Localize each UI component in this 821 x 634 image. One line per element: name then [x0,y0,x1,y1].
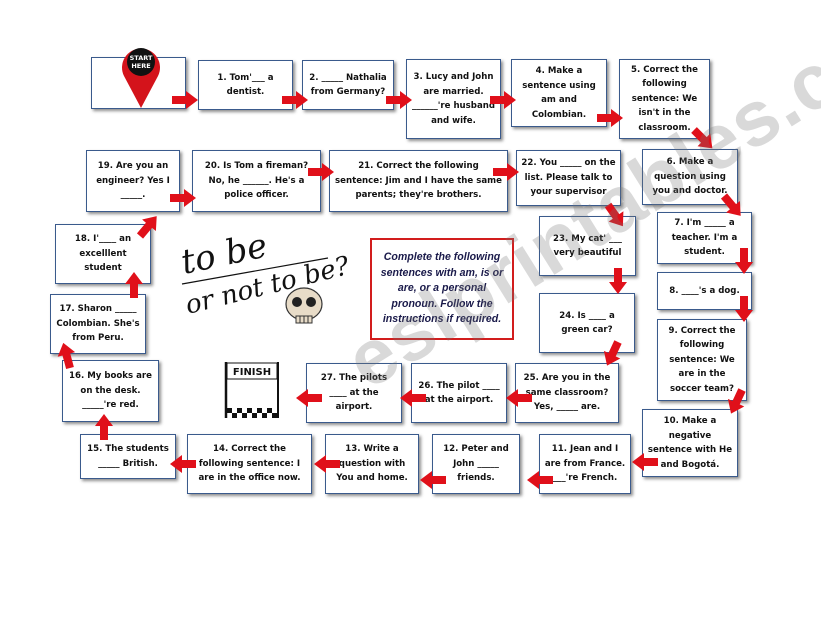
arrow-left-icon [420,471,446,489]
square-23: 23. My cat' ___ very beautiful [539,216,636,276]
square-8: 8. ____'s a dog. [657,272,752,310]
square-11: 11. Jean and I are from France. ___'re F… [539,434,631,494]
arrow-right-icon [282,91,308,109]
finish-flag-icon: FINISH [224,362,279,418]
square-19: 19. Are you an engineer? Yes I _____. [86,150,180,212]
arrow-left-icon [296,389,322,407]
square-7: 7. I'm _____ a teacher. I'm a student. [657,212,752,264]
arrow-right-icon [386,91,412,109]
arrow-down-icon [735,248,753,274]
to-be-or-not-to-be-title-art: to be or not to be? [178,228,354,324]
square-18: 18. I'____ an excelllent student [55,224,151,284]
square-24: 24. Is ____ a green car? [539,293,635,353]
square-2: 2. _____ Nathalia from Germany? [302,60,394,110]
arrow-left-icon [527,471,553,489]
square-21: 21. Correct the following sentence: Jim … [329,150,508,212]
instructions-box: Complete the following sentences with am… [370,238,514,340]
arrow-up-icon [95,414,113,440]
arrow-right-icon [172,91,198,109]
square-22: 22. You _____ on the list. Please talk t… [516,150,621,206]
finish-text: FINISH [233,367,271,378]
arrow-up-icon [54,340,79,371]
square-16: 16. My books are on the desk. _____'re r… [62,360,159,422]
start-pin-icon: START HERE [122,48,160,108]
arrow-down-left-icon [598,338,627,370]
arrow-left-icon [400,389,426,407]
skull-icon [285,287,323,324]
square-15: 15. The students _____ British. [80,434,176,479]
arrow-right-icon [597,109,623,127]
arrow-down-right-icon [600,199,631,232]
square-25: 25. Are you in the same classroom? Yes, … [515,363,619,423]
square-17: 17. Sharon _____ Colombian. She's from P… [50,294,146,354]
square-6: 6. Make a question using you and doctor. [642,149,738,205]
square-27: 27. The pilots ____ at the airport. [306,363,402,423]
arrow-down-right-icon [717,190,748,222]
square-20: 20. Is Tom a fireman? No, he ______. He'… [192,150,321,212]
arrow-right-icon [493,163,519,181]
arrow-left-icon [170,455,196,473]
square-1: 1. Tom'___ a dentist. [198,60,293,110]
square-9: 9. Correct the following sentence: We ar… [657,319,747,401]
arrow-right-icon [308,163,334,181]
arrow-down-icon [735,296,753,322]
arrow-left-icon [314,455,340,473]
start-text-1: START [130,54,153,62]
arrow-down-left-icon [722,386,751,418]
arrow-up-right-icon [133,210,164,242]
square-26: 26. The pilot ____ at the airport. [411,363,507,423]
square-12: 12. Peter and John _____ friends. [432,434,520,494]
arrow-left-icon [506,389,532,407]
arrow-down-icon [609,268,627,294]
square-14: 14. Correct the following sentence: I ar… [187,434,312,494]
square-10: 10. Make a negative sentence with He and… [642,409,738,477]
square-4: 4. Make a sentence using am and Colombia… [511,59,607,127]
arrow-down-right-icon [687,123,719,155]
arrow-right-icon [170,189,196,207]
arrow-up-icon [125,272,143,298]
start-text-2: HERE [131,62,150,70]
arrow-right-icon [490,91,516,109]
square-5: 5. Correct the following sentence: We is… [619,59,710,139]
arrow-left-icon [632,453,658,471]
